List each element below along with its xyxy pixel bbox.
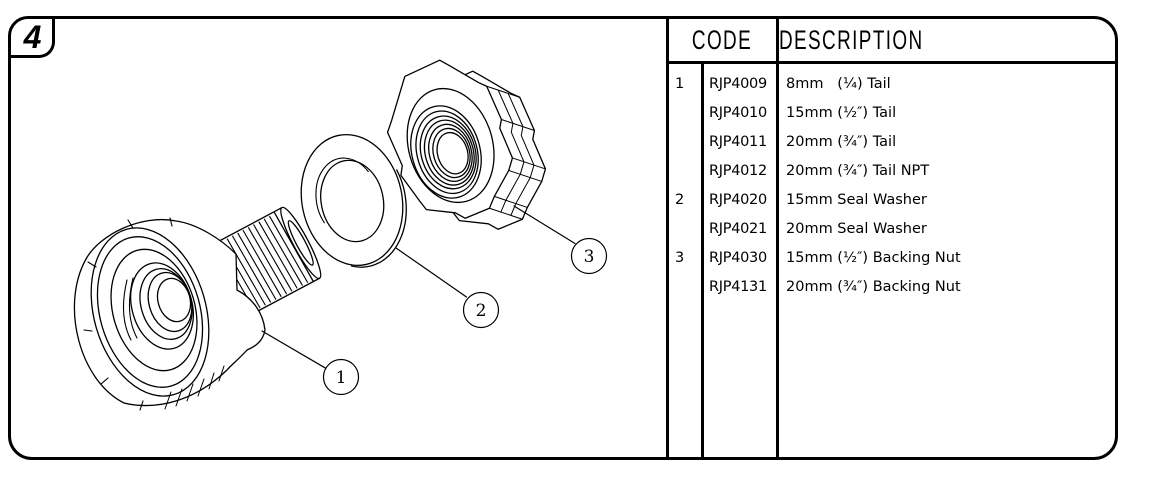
table-row: RJP4012 20mm (¾″) Tail NPT — [666, 156, 1115, 185]
table-row: RJP4021 20mm Seal Washer — [666, 214, 1115, 243]
table-row: RJP4010 15mm (½″) Tail — [666, 98, 1115, 127]
table-code-description-divider — [776, 17, 779, 457]
table-item-code-divider — [701, 62, 704, 457]
callout-leaders — [261, 205, 576, 369]
part1-tank-connector-nut — [73, 217, 266, 411]
code-cell: RJP4012 — [709, 162, 767, 179]
code-cell: RJP4011 — [709, 133, 767, 150]
leader-3 — [513, 205, 576, 245]
callout-2: 2 — [462, 291, 500, 329]
description-cell: 20mm (¾″) Backing Nut — [786, 278, 961, 295]
leader-2 — [395, 247, 468, 298]
description-cell: 15mm Seal Washer — [786, 191, 927, 208]
table-row: 1 RJP4009 8mm (¼) Tail — [666, 69, 1115, 98]
callout-2-label: 2 — [476, 301, 487, 321]
code-column-header: CODE — [669, 20, 776, 61]
table-header-underline — [666, 61, 1115, 64]
code-cell: RJP4021 — [709, 220, 767, 237]
parts-table-body: 1 RJP4009 8mm (¼) Tail RJP4010 15mm (½″)… — [666, 65, 1115, 301]
callout-1: 1 — [322, 358, 360, 396]
code-cell: RJP4030 — [709, 249, 767, 266]
description-cell: 8mm (¼) Tail — [786, 75, 891, 92]
description-cell: 15mm (½″) Tail — [786, 104, 897, 121]
code-header-label: CODE — [692, 25, 753, 55]
callout-balloons: 1 2 3 — [322, 237, 608, 396]
description-cell: 20mm (¾″) Tail — [786, 133, 897, 150]
part1-threaded-tail — [196, 206, 322, 324]
leader-1 — [261, 330, 327, 369]
page-number-badge: 4 — [11, 19, 55, 58]
item-number-cell: 3 — [675, 249, 685, 266]
item-number-cell: 1 — [675, 75, 685, 92]
code-cell: RJP4010 — [709, 104, 767, 121]
code-cell: RJP4020 — [709, 191, 767, 208]
callout-3: 3 — [570, 237, 608, 275]
part2-seal-washer — [300, 133, 407, 268]
part3-backing-nut — [386, 59, 547, 230]
description-column-header: DESCRIPTION — [779, 20, 1113, 61]
table-row: 3 RJP4030 15mm (½″) Backing Nut — [666, 243, 1115, 272]
callout-1-label: 1 — [336, 368, 347, 388]
callout-3-label: 3 — [584, 247, 595, 267]
table-left-divider — [666, 17, 669, 457]
description-cell: 15mm (½″) Backing Nut — [786, 249, 961, 266]
page-number: 4 — [23, 18, 42, 55]
table-row: RJP4131 20mm (¾″) Backing Nut — [666, 272, 1115, 301]
description-header-label: DESCRIPTION — [779, 25, 924, 55]
table-row: RJP4011 20mm (¾″) Tail — [666, 127, 1115, 156]
description-cell: 20mm (¾″) Tail NPT — [786, 162, 930, 179]
code-cell: RJP4131 — [709, 278, 767, 295]
table-row: 2 RJP4020 15mm Seal Washer — [666, 185, 1115, 214]
code-cell: RJP4009 — [709, 75, 767, 92]
description-cell: 20mm Seal Washer — [786, 220, 927, 237]
item-number-cell: 2 — [675, 191, 685, 208]
